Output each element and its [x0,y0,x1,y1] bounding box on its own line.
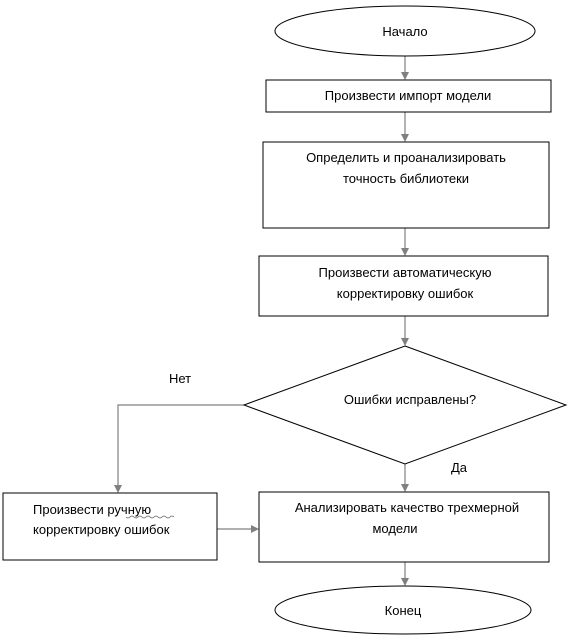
arrowhead-quality [401,484,409,492]
arrowhead-decision [401,338,409,346]
end-ellipse [274,585,532,635]
edge-label-no: Нет [169,371,191,386]
arrowhead-manual [114,485,122,493]
arrowhead-analyze [401,134,409,142]
arrowhead-end [401,578,409,586]
arrowhead-autofix [401,248,409,256]
spellcheck-underline [125,515,175,519]
manual-label-prefix: Произвести [33,502,107,517]
import-label: Произвести импорт модели [325,88,491,103]
edge-label-yes: Да [451,460,468,475]
manual-label-line1: Произвести ручную [33,502,151,517]
analyze-label-line2: точность библиотеки [343,171,469,186]
node-end: Конец [274,585,532,635]
node-manual: Произвести ручную корректировку ошибок [2,492,218,561]
decision-label: Ошибки исправлены? [344,392,476,407]
end-label: Конец [385,603,422,618]
node-decision: Ошибки исправлены? [242,345,568,465]
start-label: Начало [382,24,427,39]
analyze-box [262,141,550,229]
manual-label-line2: корректировку ошибок [33,522,170,537]
decision-diamond [242,345,568,465]
autofix-box [258,255,549,317]
import-box [265,79,552,113]
autofix-label-line2: корректировку ошибок [337,286,474,301]
quality-label-line2: модели [372,521,417,536]
manual-box [2,492,218,561]
quality-label-line1: Анализировать качество трехмерной [295,500,519,515]
autofix-label-line1: Произвести автоматическую [319,265,492,280]
manual-label-underlined: ручную [107,502,151,517]
start-ellipse [274,5,536,57]
arrow-decision-to-manual [117,404,244,485]
node-start: Начало [274,5,536,57]
node-import: Произвести импорт модели [265,79,552,113]
connectors [114,56,409,586]
arrowhead-quality-side [251,525,259,533]
quality-box [258,491,550,563]
node-analyze: Определить и проанализировать точность б… [262,141,550,229]
node-autofix: Произвести автоматическую корректировку … [258,255,549,317]
analyze-label-line1: Определить и проанализировать [306,150,506,165]
node-quality: Анализировать качество трехмерной модели [258,491,550,563]
arrowhead-import [401,72,409,80]
